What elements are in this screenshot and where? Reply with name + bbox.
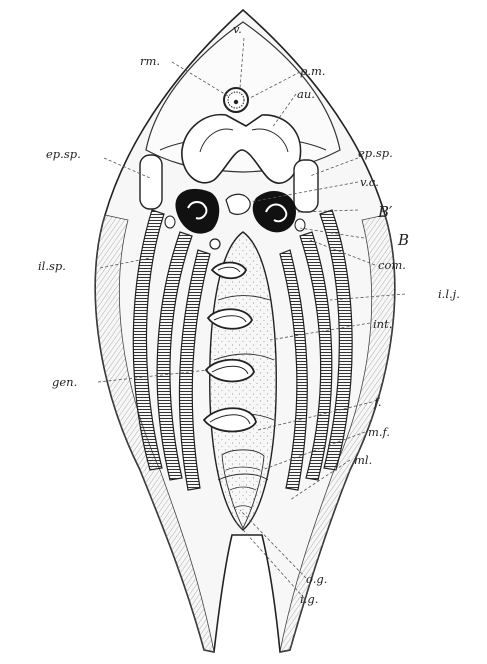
- label-ig: i.g.: [300, 592, 318, 606]
- label-int: int.: [373, 317, 392, 331]
- label-vc: v.c.: [360, 175, 379, 189]
- label-gen: gen.: [52, 375, 77, 389]
- label-il-sp: il.sp.: [38, 259, 66, 273]
- label-B: B: [397, 231, 409, 249]
- label-mf: m.f.: [368, 425, 390, 439]
- label-ml: ml.: [354, 453, 372, 467]
- label-au: au.: [297, 87, 315, 101]
- label-B-prime: B′: [377, 203, 393, 221]
- ep-sp-left: [140, 155, 162, 209]
- label-f: f.: [373, 395, 382, 409]
- label-rm: rm.: [140, 54, 160, 68]
- label-v: v.: [233, 22, 242, 36]
- label-ep-sp-left: ep.sp.: [46, 147, 81, 161]
- label-ilj: i.l.j.: [438, 287, 460, 301]
- label-pm: p.m.: [300, 64, 326, 78]
- label-og: o.g.: [306, 572, 327, 586]
- label-com: com.: [378, 258, 406, 272]
- label-ep-sp-right: ep.sp.: [358, 146, 393, 160]
- v-c-center: [226, 194, 250, 214]
- ep-sp-right: [294, 160, 318, 212]
